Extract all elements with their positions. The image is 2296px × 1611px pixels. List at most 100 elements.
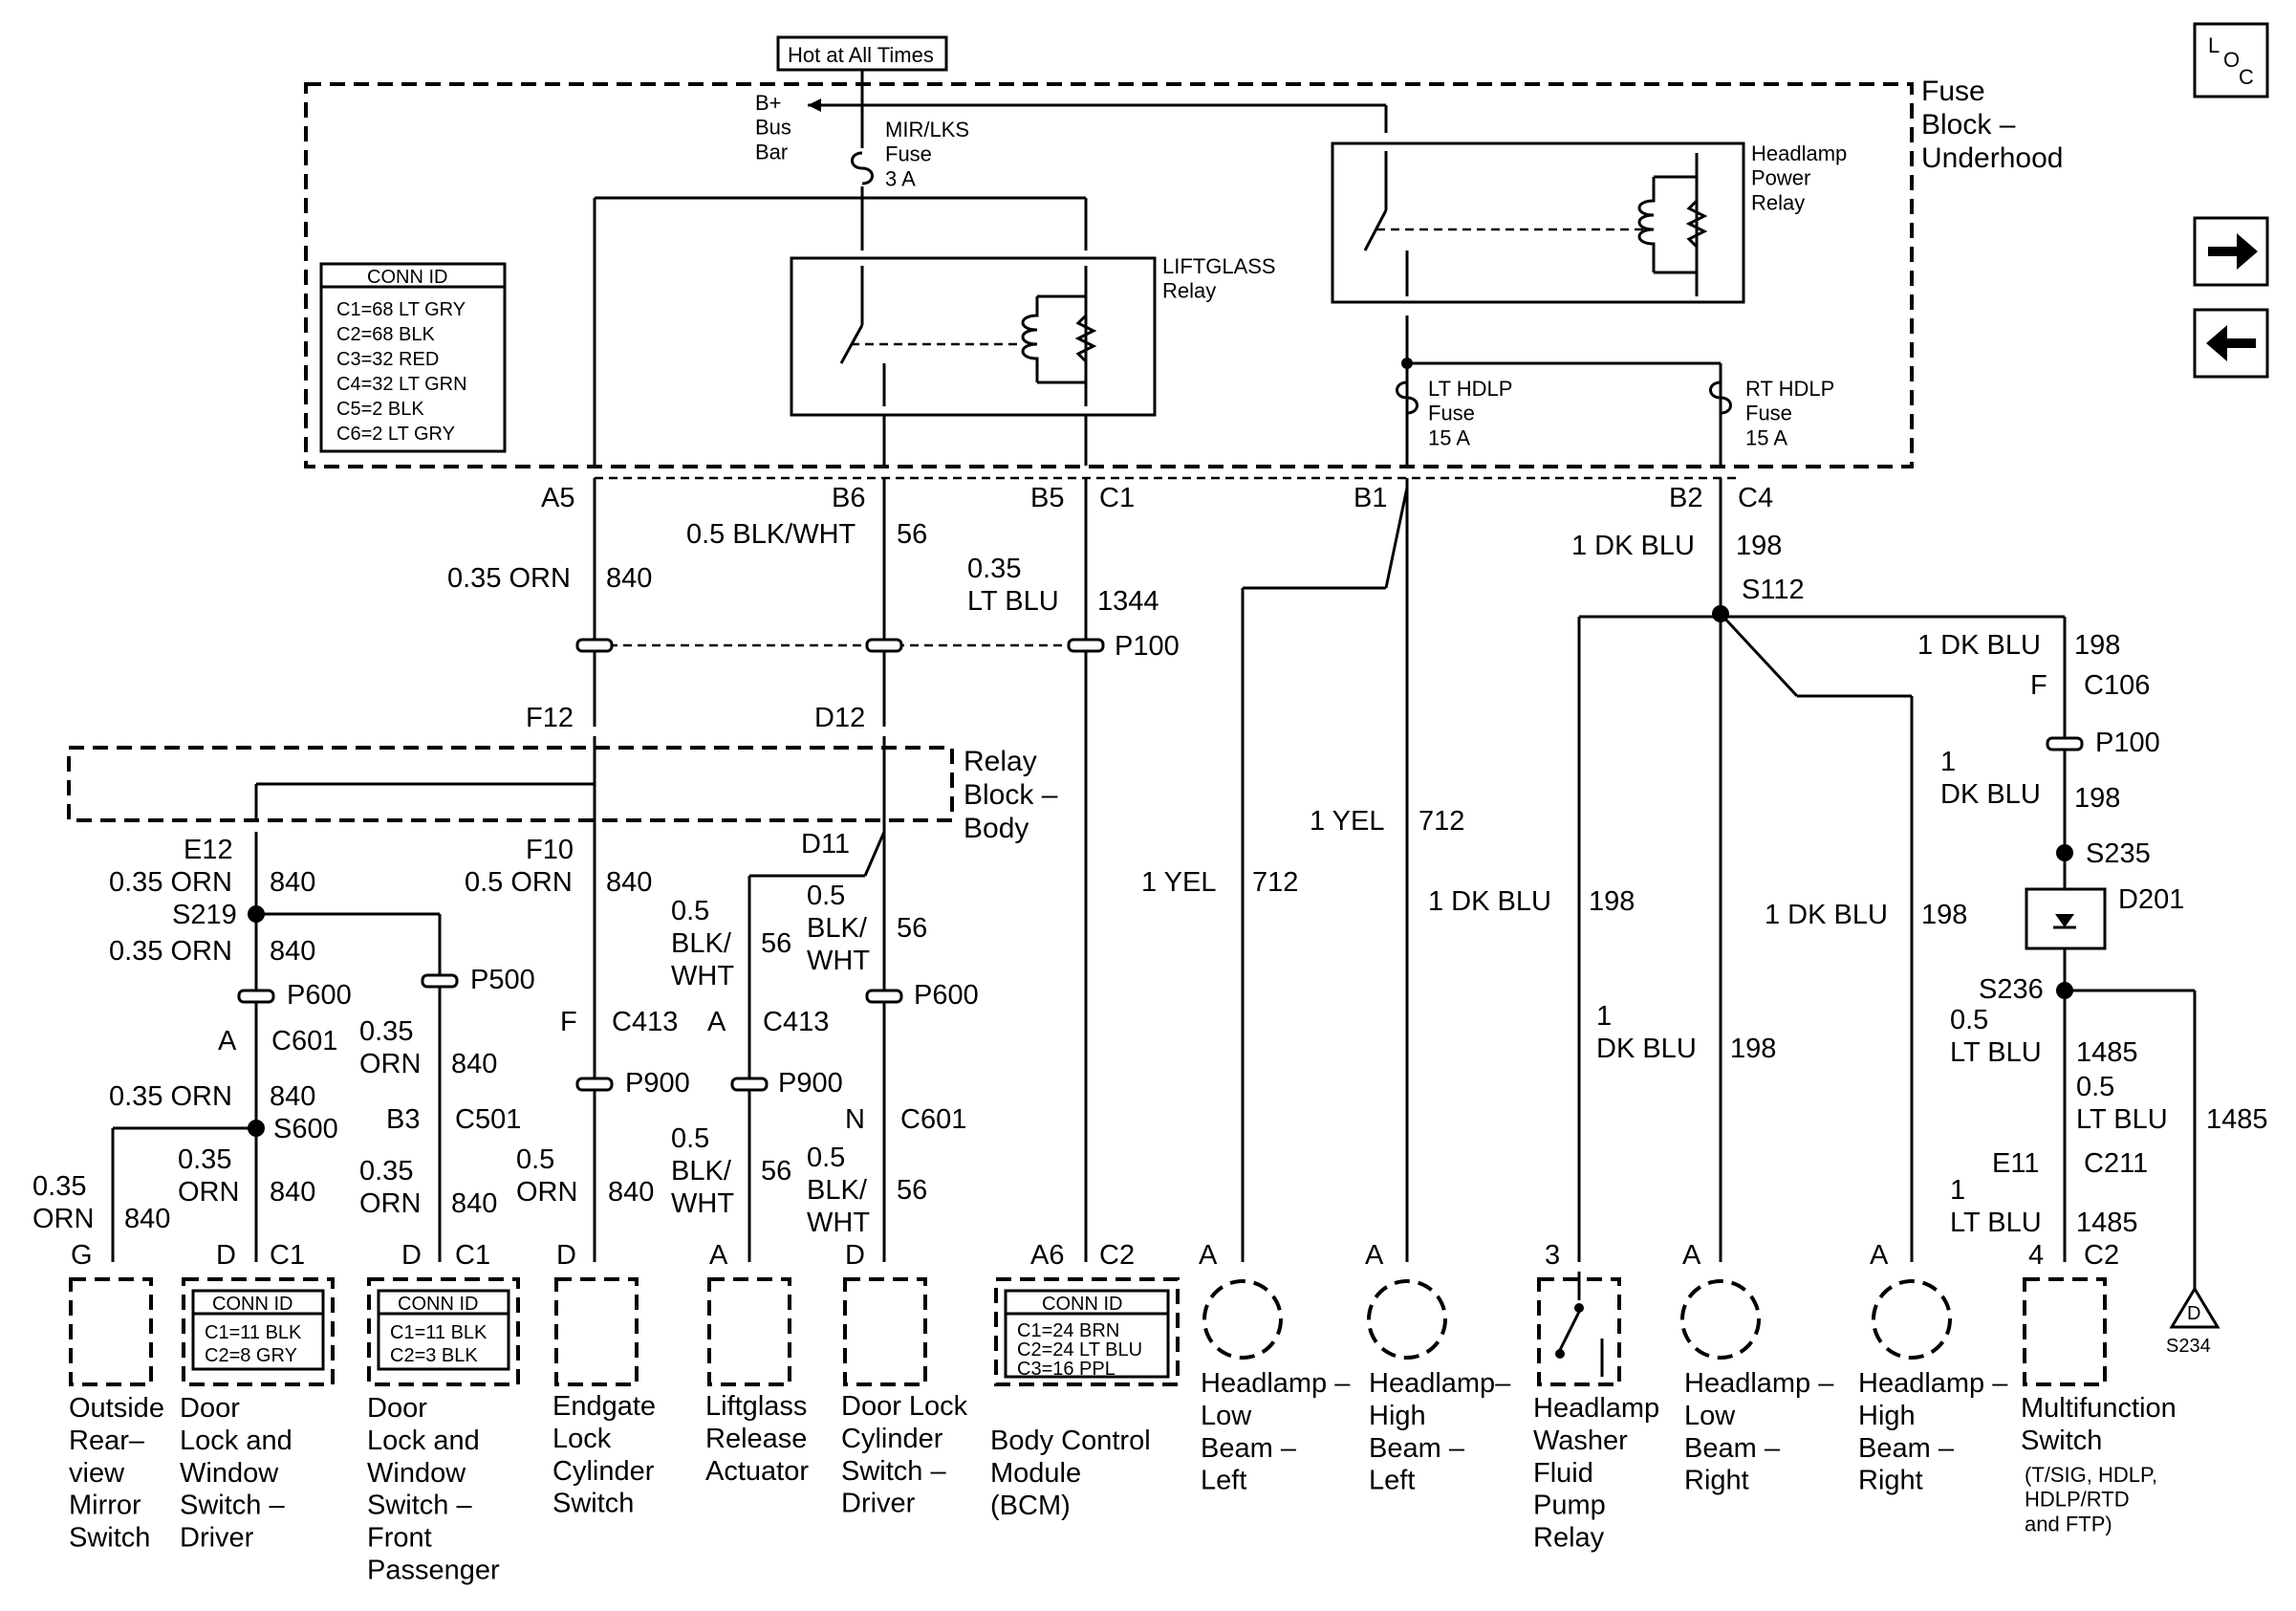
svg-text:1 YEL: 1 YEL	[1141, 867, 1216, 898]
svg-text:C2: C2	[2084, 1240, 2119, 1271]
svg-text:C4=32 LT GRN: C4=32 LT GRN	[336, 374, 467, 395]
svg-text:C413: C413	[763, 1007, 829, 1037]
washer-relay-box	[1537, 1277, 1621, 1386]
p100-pass-through	[575, 638, 614, 653]
svg-text:840: 840	[451, 1049, 497, 1079]
svg-text:C3=32 RED: C3=32 RED	[336, 349, 439, 370]
svg-text:712: 712	[1419, 806, 1464, 837]
svg-text:S219: S219	[172, 900, 237, 930]
svg-text:840: 840	[606, 867, 652, 898]
svg-text:1DK BLU: 1DK BLU	[1940, 747, 2041, 810]
svg-text:A: A	[218, 1026, 237, 1056]
svg-text:198: 198	[2074, 630, 2120, 661]
svg-text:D12: D12	[814, 703, 865, 733]
svg-text:0.35 ORN: 0.35 ORN	[109, 1081, 232, 1112]
loc-icon[interactable]	[2193, 22, 2269, 98]
headlamp-low-left-icon	[1202, 1279, 1283, 1360]
svg-text:1 DK BLU: 1 DK BLU	[1765, 900, 1888, 930]
svg-text:CONN ID: CONN ID	[212, 1294, 292, 1315]
svg-text:56: 56	[897, 913, 927, 944]
svg-text:840: 840	[124, 1204, 170, 1234]
svg-text:D: D	[2187, 1303, 2200, 1324]
svg-text:B3: B3	[386, 1104, 420, 1135]
svg-text:C: C	[2239, 65, 2254, 89]
svg-text:S234: S234	[2166, 1336, 2211, 1357]
svg-text:C2=24 LT BLU: C2=24 LT BLU	[1017, 1339, 1142, 1361]
doorlock-cylinder-switch-box	[843, 1277, 927, 1386]
svg-text:A: A	[709, 1240, 728, 1271]
svg-text:1485: 1485	[2206, 1104, 2268, 1135]
svg-text:1 DK BLU: 1 DK BLU	[1428, 886, 1551, 917]
svg-text:0.5LT BLU: 0.5LT BLU	[1950, 1005, 2042, 1068]
svg-text:198: 198	[2074, 783, 2120, 814]
svg-text:0.35 ORN: 0.35 ORN	[447, 563, 571, 594]
liftglass-actuator-box	[707, 1277, 791, 1386]
svg-text:0.5 ORN: 0.5 ORN	[465, 867, 573, 898]
arrow-right-icon[interactable]	[2193, 216, 2269, 287]
svg-text:1344: 1344	[1097, 586, 1159, 617]
headlamp-high-left-icon	[1367, 1279, 1447, 1360]
liftglass-relay-box	[790, 256, 1157, 417]
svg-text:D: D	[556, 1240, 576, 1271]
arrow-left-icon[interactable]	[2193, 308, 2269, 379]
svg-text:198: 198	[1921, 900, 1967, 930]
fuse-block-conn-id-box	[319, 262, 507, 453]
door-driver-switch-box	[182, 1277, 335, 1386]
svg-text:C601: C601	[900, 1104, 966, 1135]
svg-text:198: 198	[1730, 1034, 1776, 1064]
svg-text:840: 840	[270, 1081, 315, 1112]
svg-text:1 YEL: 1 YEL	[1310, 806, 1384, 837]
svg-text:O: O	[2223, 48, 2240, 72]
svg-text:F: F	[2030, 670, 2047, 701]
svg-text:D: D	[216, 1240, 236, 1271]
svg-text:P600: P600	[287, 980, 352, 1011]
svg-text:840: 840	[451, 1188, 497, 1219]
svg-text:4: 4	[2028, 1240, 2044, 1271]
mir-fuse-icon	[851, 151, 874, 185]
svg-text:0.5LT BLU: 0.5LT BLU	[2076, 1072, 2168, 1135]
svg-text:P900: P900	[625, 1068, 690, 1099]
svg-text:56: 56	[897, 519, 927, 550]
svg-text:C2=3 BLK: C2=3 BLK	[390, 1345, 478, 1366]
svg-text:D201: D201	[2118, 884, 2184, 915]
svg-text:0.35 ORN: 0.35 ORN	[109, 867, 232, 898]
svg-text:C1: C1	[455, 1240, 490, 1271]
svg-text:C2=68 BLK: C2=68 BLK	[336, 324, 436, 345]
svg-text:C1=11 BLK: C1=11 BLK	[390, 1322, 487, 1343]
svg-text:A: A	[1682, 1240, 1701, 1271]
svg-text:C1: C1	[270, 1240, 305, 1271]
svg-text:840: 840	[606, 563, 652, 594]
svg-text:D: D	[845, 1240, 865, 1271]
svg-text:3: 3	[1545, 1240, 1560, 1271]
svg-text:1LT BLU: 1LT BLU	[1950, 1175, 2042, 1238]
svg-text:C211: C211	[2084, 1148, 2148, 1179]
rt-hdlp-fuse-icon	[1709, 381, 1732, 415]
lt-hdlp-fuse-icon	[1396, 381, 1419, 415]
s234-ground-triangle	[2169, 1286, 2220, 1329]
conn-id-title: CONN ID	[367, 267, 447, 288]
svg-text:1 DK BLU: 1 DK BLU	[1917, 630, 2041, 661]
svg-text:D: D	[401, 1240, 422, 1271]
svg-text:P100: P100	[2095, 728, 2160, 758]
svg-text:C501: C501	[455, 1104, 521, 1135]
